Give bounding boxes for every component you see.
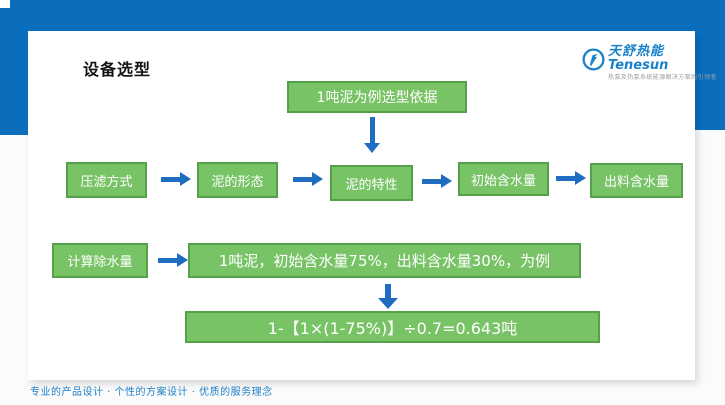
flow-box-formula: 1-【1×(1-75%)】÷0.7=0.643吨 [185, 311, 600, 343]
flow-box-example: 1吨泥，初始含水量75%，出料含水量30%，为例 [188, 243, 581, 278]
arrow-shaft [158, 257, 177, 263]
arrow-shaft [161, 176, 180, 182]
footer-tagline: 专业的产品设计 · 个性的方案设计 · 优质的服务理念 [30, 387, 273, 398]
arrow-head [180, 172, 191, 186]
arrow-head [441, 174, 452, 188]
arrow-head [364, 143, 380, 153]
logo-tagline: 热泵及热泵系统能源解决方案的引领者 [608, 74, 717, 81]
arrow-shaft [369, 117, 375, 143]
arrow-shaft [422, 178, 441, 184]
frame-left-band [0, 8, 28, 135]
flow-box-basis: 1吨泥为例选型依据 [287, 81, 467, 113]
flow-box-initial-moisture: 初始含水量 [458, 162, 549, 196]
arrow-right-icon [422, 174, 452, 188]
logo-name-en: Tenesun [608, 58, 669, 73]
page-title: 设备选型 [83, 60, 152, 79]
arrow-head [575, 171, 586, 185]
flow-box-output-moisture: 出料含水量 [590, 163, 683, 198]
arrow-down-icon [364, 117, 380, 153]
tenesun-logo: 天舒热能 Tenesun 热泵及热泵系统能源解决方案的引领者 [582, 45, 716, 87]
flow-box-sludge-form: 泥的形态 [197, 162, 278, 198]
arrow-right-icon [293, 172, 323, 186]
flow-box-calc-label: 计算除水量 [52, 243, 148, 278]
arrow-shaft [293, 176, 312, 182]
frame-corner-notch [0, 0, 10, 8]
flow-box-sludge-character: 泥的特性 [330, 165, 413, 201]
arrow-shaft [385, 284, 391, 298]
tenesun-logo-text: 天舒热能 Tenesun 热泵及热泵系统能源解决方案的引领者 [608, 45, 717, 81]
arrow-head [378, 298, 398, 309]
arrow-shaft [556, 175, 575, 181]
arrow-down-icon [378, 284, 398, 309]
arrow-head [177, 253, 188, 267]
flow-box-press-method: 压滤方式 [66, 162, 147, 198]
arrow-right-icon [556, 171, 586, 185]
logo-name-cn: 天舒热能 [608, 44, 665, 59]
arrow-right-icon [161, 172, 191, 186]
frame-right-band [695, 31, 725, 130]
tenesun-logo-icon [582, 48, 605, 71]
arrow-right-icon [158, 253, 188, 267]
arrow-head [312, 172, 323, 186]
frame-top-band [10, 0, 725, 31]
